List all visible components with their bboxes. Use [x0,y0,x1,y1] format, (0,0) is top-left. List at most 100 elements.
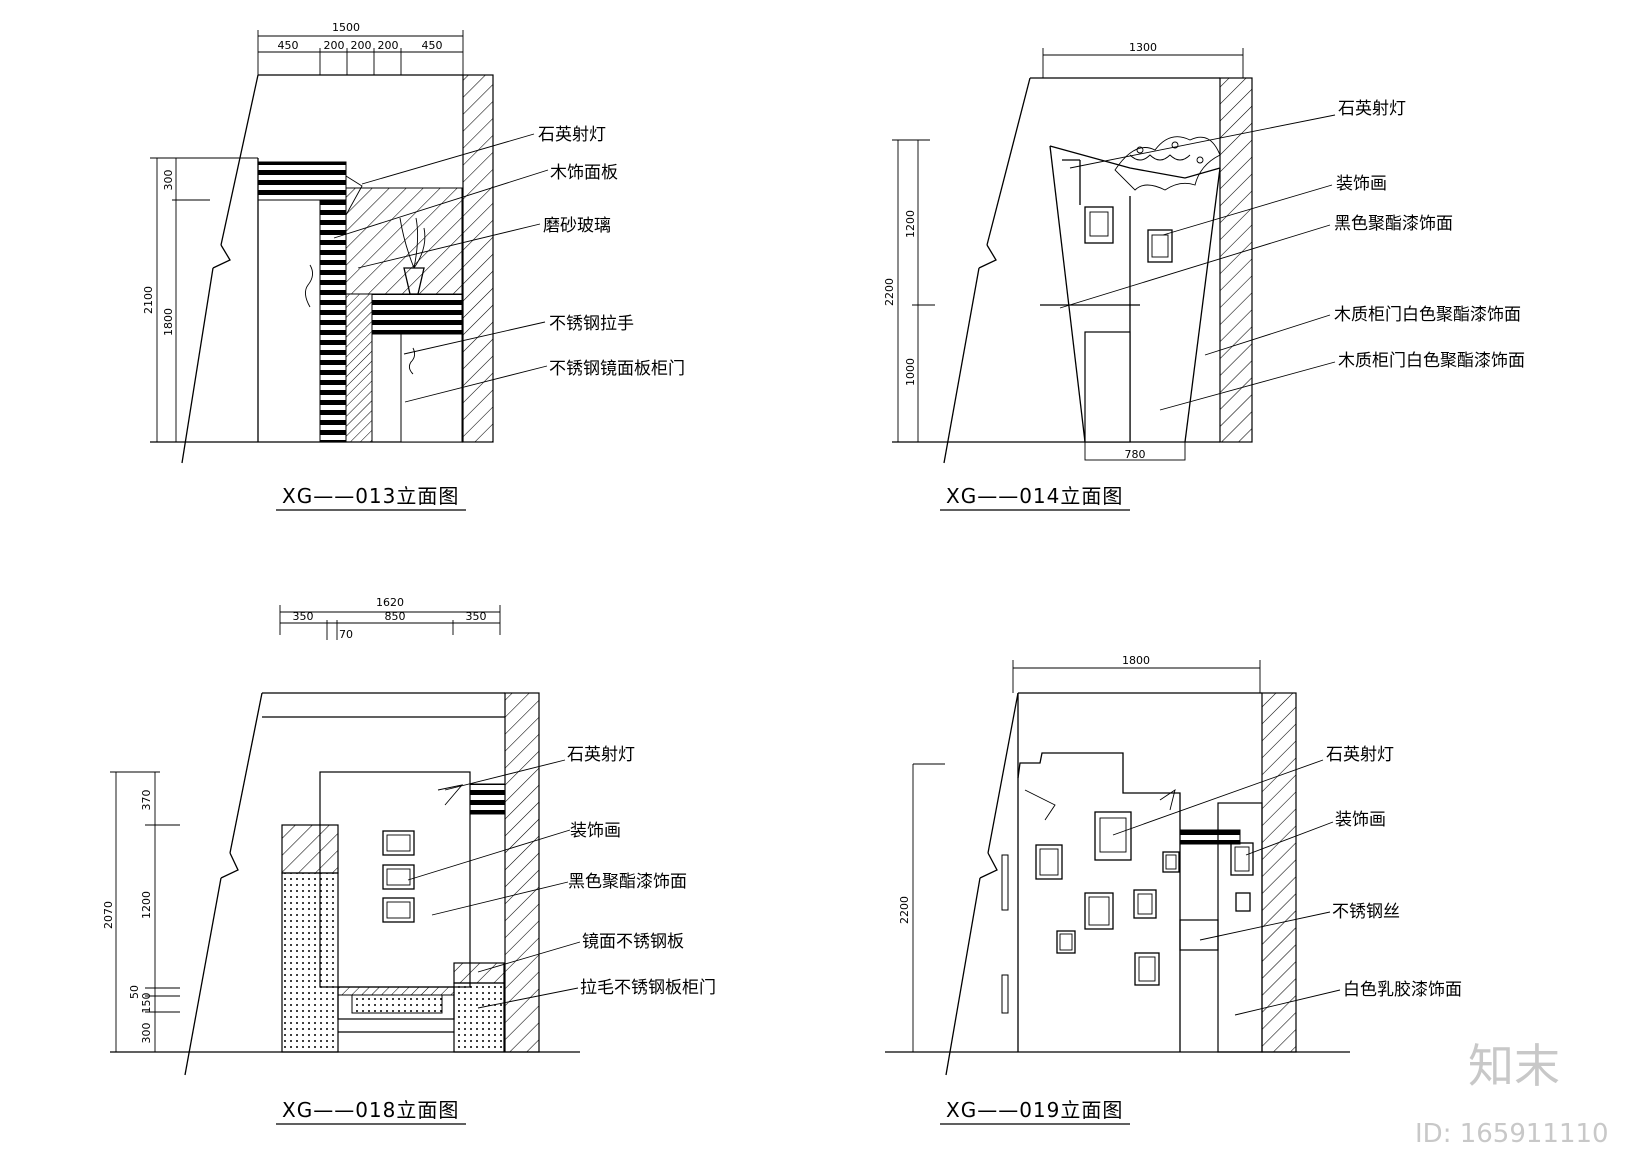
stainless-frame [345,293,373,443]
elevation-title: XG——019立面图 [946,1098,1123,1122]
label-steel-handle: 不锈钢拉手 [549,314,634,334]
dim-segment: 1200 [140,891,153,919]
dim-total-height: 2100 [142,286,155,314]
dim-segment: 350 [293,610,314,623]
mirror-cabinet-door [400,333,463,443]
break-mark [305,264,313,308]
elevation-xg014: 1300 2200 1200 1000 780 [883,41,1525,511]
left-dimensions: 2200 1200 1000 [883,139,935,443]
picture-frame [1035,844,1063,880]
label-quartz-spotlight: 石英射灯 [1326,745,1394,765]
dim-total-width: 1800 [1122,654,1150,667]
dim-segment: 350 [466,610,487,623]
elevation-xg019: 1800 2200 [885,654,1462,1125]
picture-frame [1162,851,1180,873]
picture-frame [382,830,415,856]
shelf-stripes [1179,829,1241,845]
label-quartz-spotlight: 石英射灯 [538,125,606,145]
label-black-polyester: 黑色聚酯漆饰面 [1334,214,1453,234]
wood-panel-column [319,199,347,443]
dim-segment: 70 [339,628,353,641]
elevation-title: XG——018立面图 [282,1098,459,1122]
picture-frame [1230,842,1254,876]
dim-total-height: 2200 [898,896,911,924]
watermark-id: ID: 165911110 [1415,1119,1609,1149]
wall-section [462,74,494,443]
leaders [407,759,581,1009]
plant-decoration [1114,136,1221,191]
picture-frame [1084,892,1114,930]
left-dimensions: 2100 300 1800 [142,157,258,443]
handle-mark [408,347,416,375]
dim-segment: 200 [351,39,372,52]
spotlight-beam [437,784,464,806]
dim-segment: 50 [128,985,141,999]
elevation-outline [110,692,580,1076]
wall-section [1219,77,1253,443]
dim-segment: 850 [385,610,406,623]
dim-segment: 1200 [904,210,917,238]
brushed-steel-door [453,982,505,1053]
picture-frame [1084,206,1114,244]
label-frosted-glass: 磨砂玻璃 [543,216,611,236]
elevation-xg018: 1620 350 850 350 70 2070 370 1200 50 150… [102,596,716,1125]
picture-frame [1094,811,1132,861]
dim-door-width: 780 [1125,448,1146,461]
spotlight-beam [1024,789,1056,821]
label-mirror-steel: 镜面不锈钢板 [582,932,684,952]
dim-segment: 200 [324,39,345,52]
spotlight-fixture [469,783,506,815]
label-wood-veneer: 木饰面板 [550,163,618,183]
shelf-stripes [371,293,463,335]
dim-segment: 1800 [162,308,175,336]
black-polyester-panel [319,771,471,988]
spotlight-beam [1159,788,1176,811]
steel-wire-shelf [1179,919,1219,951]
label-brushed-steel-door: 拉毛不锈钢板柜门 [580,978,716,998]
top-dimensions: 1500 450 200 200 200 450 [257,21,464,75]
elevation-outline [892,77,1253,464]
mirror-steel-cap [281,824,339,874]
dim-segment: 150 [140,993,153,1014]
picture-frame [1235,892,1251,912]
mirror-steel-cap [453,962,505,984]
dim-total-width: 1500 [332,21,360,34]
dim-total-width: 1300 [1129,41,1157,54]
top-dimensions: 1620 350 850 350 70 [279,596,501,641]
picture-frame [1056,930,1076,954]
top-dimensions: 1800 [1012,654,1261,693]
dim-segment: 450 [278,39,299,52]
dim-segment: 1000 [904,358,917,386]
label-decorative-painting: 装饰画 [1336,174,1387,194]
picture-frame [1147,229,1173,263]
left-dimensions: 2200 [885,763,945,1053]
cabinet-door [1084,331,1131,443]
wall-section [504,692,540,1053]
frosted-glass-panel [345,187,463,295]
label-decorative-painting: 装饰画 [570,821,621,841]
cabinet-top [1049,145,1221,179]
dim-segment: 300 [162,170,175,191]
label-white-cabinet-door: 木质柜门白色聚酯漆饰面 [1334,305,1521,325]
elevation-xg013: 1500 450 200 200 200 450 2100 300 1800 [142,21,685,511]
leaders [1059,114,1336,411]
wall-section [1261,692,1297,1053]
label-mirror-door: 不锈钢镜面板柜门 [549,359,685,379]
top-dimensions: 1300 [1042,41,1244,78]
dim-total-height: 2070 [102,901,115,929]
label-quartz-spotlight: 石英射灯 [1338,99,1406,119]
bench-cushion [351,994,443,1014]
leaders [1112,759,1341,1016]
wood-panel-stripes [257,161,347,201]
dim-total-width: 1620 [376,596,404,609]
brushed-steel-door [281,872,339,1053]
elevation-title: XG——014立面图 [946,484,1123,508]
picture-frame [382,864,415,890]
picture-frame [382,897,415,923]
leaders [333,133,549,403]
label-white-cabinet-door: 木质柜门白色聚酯漆饰面 [1338,351,1525,371]
left-dimensions: 2070 370 1200 50 150 300 [102,771,180,1053]
dim-segment: 200 [378,39,399,52]
label-white-latex-paint: 白色乳胶漆饰面 [1343,980,1462,1000]
